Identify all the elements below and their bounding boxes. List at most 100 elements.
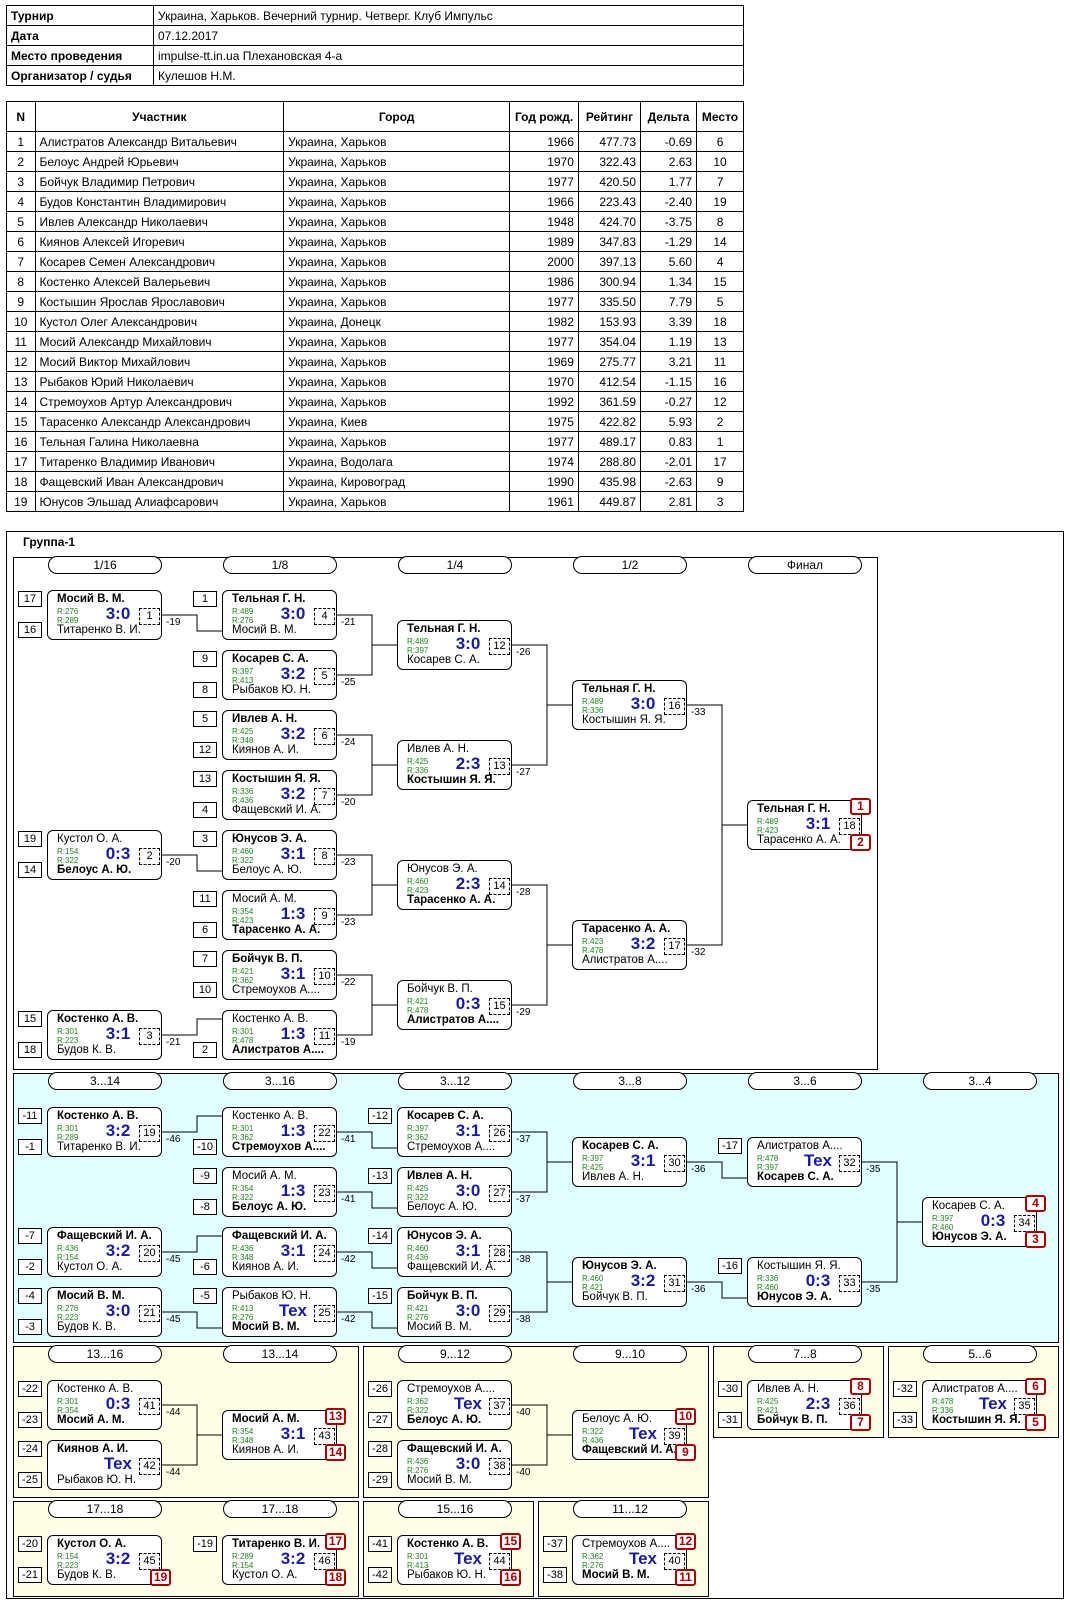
loser-link: -27 [516, 767, 531, 778]
match-number: 20 [139, 1245, 160, 1262]
participant-cell: 412.54 [577, 371, 642, 392]
player-2-name: Мосий В. М. [407, 1474, 472, 1486]
participant-cell: Украина, Харьков [283, 151, 511, 172]
loser-link: -44 [166, 1407, 181, 1418]
match-number: 2 [139, 848, 160, 865]
player-1-name: Костышин Я. Я. [757, 1260, 841, 1272]
player-1-rating: R:322 [582, 1427, 604, 1436]
participant-cell: Украина, Харьков [283, 231, 511, 252]
player-1-name: Мосий А. М. [232, 1413, 300, 1425]
match-number: 41 [139, 1398, 160, 1415]
loser-link: -36 [691, 1284, 706, 1295]
seed-number-2: -42 [368, 1567, 392, 1583]
player-1-rating: R:301 [57, 1124, 79, 1133]
seed-number-1: 1 [193, 591, 217, 607]
loser-link: -21 [166, 1037, 181, 1048]
player-2-rating: R:362 [407, 1133, 429, 1142]
match-number: 42 [139, 1458, 160, 1475]
info-value: impulse-tt.in.ua Плехановская 4-а [153, 45, 744, 66]
round-label: 9...10 [573, 1345, 687, 1363]
participant-cell: 2000 [509, 251, 579, 272]
player-1-rating: R:154 [57, 1552, 79, 1561]
player-2-rating: R:336 [407, 766, 429, 775]
participant-cell: 7.79 [640, 291, 698, 312]
participant-cell: Косарев Семен Александрович [34, 251, 285, 272]
player-2-rating: R:397 [757, 1163, 779, 1172]
player-2-name: Белоус А. Ю. [232, 864, 303, 876]
round-label: 1/4 [398, 556, 512, 574]
place-badge-2: 3 [1025, 1231, 1046, 1248]
match-number: 43 [314, 1428, 335, 1445]
round-label: 3...8 [573, 1072, 687, 1090]
round-label: 5...6 [923, 1345, 1037, 1363]
loser-link: -22 [341, 977, 356, 988]
participant-cell: Украина, Водолага [283, 451, 511, 472]
match-score: 2:3 [455, 754, 481, 773]
seed-number-1: -30 [718, 1381, 742, 1397]
loser-link: -19 [166, 617, 181, 628]
match-score: Tex [628, 1424, 658, 1443]
loser-link: -25 [341, 677, 356, 688]
player-2-rating: R:276 [582, 1561, 604, 1570]
match-score: Tex [278, 1301, 308, 1320]
match-score: 3:2 [280, 724, 306, 743]
seed-number-2: -38 [543, 1567, 567, 1583]
column-header: Город [283, 101, 511, 132]
participant-cell: 1.77 [640, 171, 698, 192]
match-number: 37 [489, 1398, 510, 1415]
player-2-name: Будов К. В. [57, 1569, 117, 1581]
player-2-name: Косарев С. А. [407, 654, 480, 666]
info-value: Украина, Харьков. Вечерний турнир. Четве… [153, 5, 744, 26]
player-2-name: Бойчук В. П. [757, 1414, 828, 1426]
info-key: Место проведения [6, 45, 154, 66]
participant-cell: 1.34 [640, 271, 698, 292]
round-label: 17...18 [223, 1500, 337, 1518]
seed-number-1: -24 [18, 1441, 42, 1457]
seed-number-2: -3 [18, 1319, 42, 1335]
player-1-rating: R:397 [582, 1154, 604, 1163]
match-score: 3:0 [455, 634, 481, 653]
participant-cell: 1970 [509, 371, 579, 392]
player-2-name: Стремоухов А.... [232, 1141, 326, 1153]
player-2-rating: R:348 [232, 1253, 254, 1262]
seed-number-2: -10 [193, 1139, 217, 1155]
participant-cell: 8 [696, 211, 744, 232]
participant-cell: 1977 [509, 331, 579, 352]
player-2-name: Кустол О. А. [232, 1569, 298, 1581]
participant-cell: 1992 [509, 391, 579, 412]
participant-cell: Костенко Алексей Валерьевич [34, 271, 285, 292]
player-2-name: Костышин Я. Я. [932, 1414, 1021, 1426]
participant-cell: 1966 [509, 191, 579, 212]
match-number: 39 [664, 1428, 685, 1445]
player-1-name: Кустол О. А. [57, 833, 123, 845]
match-score: 3:0 [455, 1454, 481, 1473]
match-number: 21 [139, 1305, 160, 1322]
player-2-rating: R:397 [407, 646, 429, 655]
player-2-name: Мосий В. М. [582, 1569, 650, 1581]
match-number: 11 [314, 1028, 335, 1045]
participant-cell: -1.15 [640, 371, 698, 392]
round-label: 1/16 [48, 556, 162, 574]
participant-cell: Титаренко Владимир Иванович [34, 451, 285, 472]
round-label: Финал [748, 556, 862, 574]
participant-cell: 0.83 [640, 431, 698, 452]
place-badge-1: 10 [675, 1408, 696, 1425]
participant-cell: 420.50 [577, 171, 642, 192]
seed-number-2: 2 [193, 1042, 217, 1058]
match-number: 17 [664, 938, 685, 955]
